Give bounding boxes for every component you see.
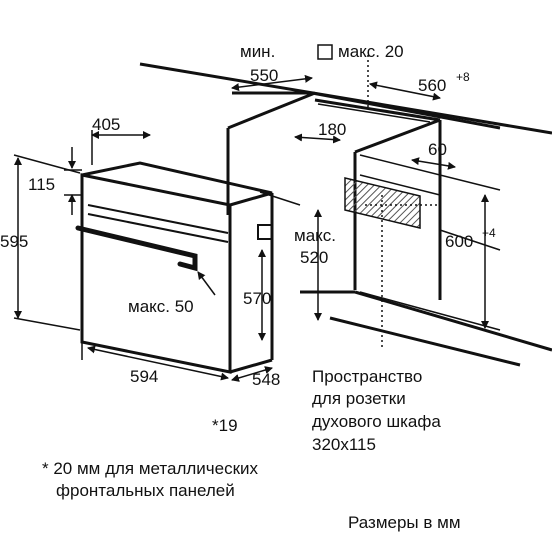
label-min: мин. — [240, 42, 275, 61]
socket-note-line: духового шкафа — [312, 412, 441, 431]
socket-note: Пространство для розетки духового шкафа … — [312, 367, 441, 454]
label-560-sup: +8 — [456, 70, 470, 84]
label-max: макс. — [294, 226, 336, 245]
label-520: 520 — [300, 248, 328, 267]
label-548: 548 — [252, 370, 280, 389]
label-560: 560 — [418, 76, 446, 95]
oven-details — [75, 204, 273, 272]
label-600: 600 — [445, 232, 473, 251]
dimension-lines — [13, 55, 489, 382]
label-115: 115 — [28, 175, 55, 194]
label-594: 594 — [130, 367, 158, 386]
label-max20: макс. 20 — [338, 42, 404, 61]
label-180: 180 — [318, 120, 346, 139]
oven — [80, 161, 274, 374]
footnote: * 20 мм для металлических фронтальных па… — [42, 459, 259, 500]
label-595: 595 — [0, 232, 28, 251]
square-symbol-icon — [317, 44, 333, 60]
socket-note-line: 320x115 — [312, 435, 376, 454]
label-550: 550 — [250, 66, 278, 85]
label-star19: *19 — [212, 416, 238, 435]
label-570: 570 — [243, 289, 271, 308]
cabinet-outline — [139, 62, 552, 367]
socket-space — [344, 177, 421, 229]
units-note: Размеры в мм — [348, 513, 461, 532]
label-max50: макс. 50 — [128, 297, 194, 316]
cabinet-inner-lines — [259, 103, 501, 331]
footnote-line: * 20 мм для металлических — [42, 459, 259, 478]
label-600-sup: +4 — [482, 226, 496, 240]
socket-note-line: Пространство — [312, 367, 422, 386]
label-405: 405 — [92, 115, 120, 134]
footnote-line: фронтальных панелей — [56, 481, 235, 500]
label-60: 60 — [428, 140, 447, 159]
socket-note-line: для розетки — [312, 389, 406, 408]
